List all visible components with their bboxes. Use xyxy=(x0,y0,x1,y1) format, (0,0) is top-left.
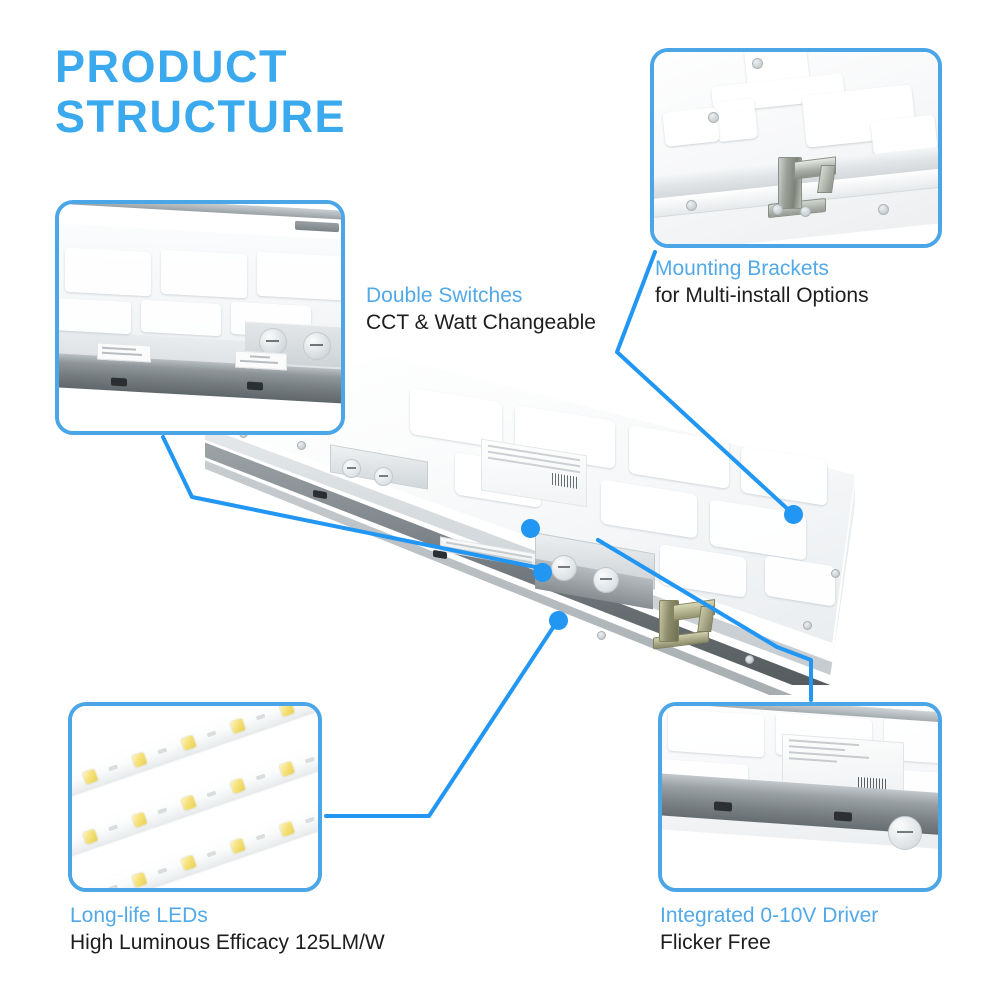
frame-screw xyxy=(297,441,306,450)
callout-subtext: Flicker Free xyxy=(660,931,771,954)
callout-heading: Mounting Brackets xyxy=(655,257,829,280)
secondary-switch-plate xyxy=(330,444,428,490)
callout-mounting-brackets[interactable] xyxy=(650,48,942,248)
led-chip xyxy=(230,778,246,794)
frame-screw xyxy=(597,631,606,640)
frame-screw xyxy=(708,112,719,123)
solder-pad xyxy=(206,790,217,798)
label-integrated-driver: Integrated 0-10V Driver Flicker Free xyxy=(660,903,878,956)
cct-selector-knob xyxy=(551,555,577,581)
cable-knockout xyxy=(111,377,127,387)
bracket-hook xyxy=(697,606,715,632)
label-mounting-brackets: Mounting Brackets for Multi-install Opti… xyxy=(655,256,869,309)
callout-long-life-leds[interactable] xyxy=(68,702,322,892)
solder-pad xyxy=(157,747,168,755)
wattage-selector-knob xyxy=(303,332,331,360)
wattage-selector-knob xyxy=(593,567,619,593)
secondary-knob-a xyxy=(342,459,361,478)
led-chip xyxy=(279,761,295,777)
frame-screw xyxy=(878,204,889,215)
solder-pad xyxy=(206,850,217,858)
solder-pad xyxy=(108,824,119,832)
frame-screw xyxy=(686,200,697,211)
callout-subtext: for Multi-install Options xyxy=(655,284,869,307)
cable-knockout xyxy=(834,811,852,822)
switch-box xyxy=(535,532,655,610)
side-channel-lip xyxy=(59,204,341,223)
cct-rating-label xyxy=(235,350,287,371)
solder-pad xyxy=(255,713,266,721)
frame-screw xyxy=(803,621,812,630)
solder-pad xyxy=(255,833,266,841)
connector-dot-switch-lower xyxy=(533,563,552,582)
solder-pad xyxy=(206,730,217,738)
led-chip xyxy=(181,735,197,751)
photo-integrated-driver xyxy=(662,706,938,888)
frame-screw xyxy=(800,206,811,217)
callout-subtext: High Luminous Efficacy 125LM/W xyxy=(70,931,385,954)
bracket-hook xyxy=(817,165,836,193)
frame-screw xyxy=(745,655,754,664)
panel-hanger-tab xyxy=(295,220,339,233)
hero-mounting-bracket xyxy=(653,599,717,650)
led-chip xyxy=(181,855,197,871)
connector-dot-switch xyxy=(521,519,540,538)
emboss-rib xyxy=(65,247,151,297)
led-chip xyxy=(131,812,148,828)
led-chip xyxy=(279,821,295,837)
selector-knob xyxy=(888,816,922,850)
emboss-rib xyxy=(161,249,247,299)
emboss-rib xyxy=(141,299,221,337)
led-chip xyxy=(131,872,148,888)
callout-integrated-driver[interactable] xyxy=(658,702,942,892)
solder-pad xyxy=(304,756,315,764)
frame-screw xyxy=(772,204,783,215)
secondary-knob-b xyxy=(374,467,393,486)
emboss-rib xyxy=(257,251,341,301)
mounting-bracket xyxy=(768,156,836,219)
photo-mounting-brackets xyxy=(654,52,938,244)
solder-pad xyxy=(108,884,119,888)
connector-dot-bracket xyxy=(784,505,803,524)
solder-pad xyxy=(108,764,119,772)
solder-pad xyxy=(255,773,266,781)
solder-pad xyxy=(157,867,168,875)
frame-screw xyxy=(831,569,840,578)
callout-double-switches[interactable] xyxy=(55,200,345,435)
callout-heading: Double Switches xyxy=(366,284,523,307)
photo-led-strips xyxy=(72,706,318,888)
led-chip xyxy=(181,795,197,811)
frame-screw xyxy=(752,58,763,69)
callout-heading: Long-life LEDs xyxy=(70,904,208,927)
led-chip xyxy=(230,838,246,854)
callout-subtext: CCT & Watt Changeable xyxy=(366,311,596,334)
connector-dot-underside xyxy=(549,611,568,630)
power-rating-label xyxy=(97,342,151,363)
led-chip xyxy=(131,752,148,768)
emboss-rib xyxy=(668,708,764,758)
led-chip xyxy=(82,829,98,845)
emboss-rib xyxy=(714,98,758,142)
photo-double-switches xyxy=(59,204,341,431)
cable-knockout xyxy=(247,381,263,391)
page-title: PRODUCT STRUCTURE xyxy=(55,41,346,142)
solder-pad xyxy=(304,816,315,824)
callout-heading: Integrated 0-10V Driver xyxy=(660,904,879,927)
cable-knockout xyxy=(714,801,732,812)
solder-pad xyxy=(157,807,168,815)
led-chip xyxy=(279,706,295,717)
label-long-life-leds: Long-life LEDs High Luminous Efficacy 12… xyxy=(70,903,385,956)
label-double-switches: Double Switches CCT & Watt Changeable xyxy=(366,283,596,336)
led-chip xyxy=(82,769,98,785)
led-chip xyxy=(230,718,246,734)
emboss-rib xyxy=(59,297,131,335)
